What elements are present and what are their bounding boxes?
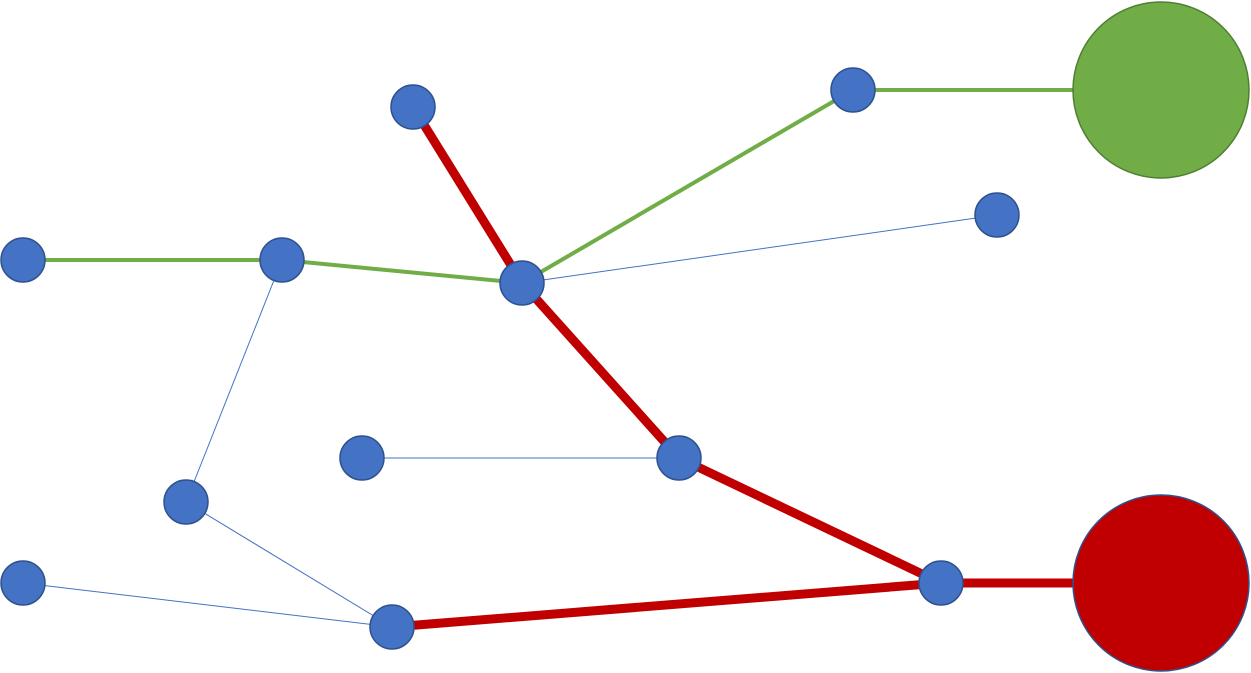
node-n5 <box>830 67 876 113</box>
node-n4 <box>390 84 436 130</box>
edge-thin-n9-n10 <box>185 501 393 628</box>
node-n3 <box>499 260 545 306</box>
node-n7 <box>339 435 385 481</box>
edge-thin-n2-n9 <box>185 259 283 503</box>
terminal-green-circle <box>1072 1 1250 179</box>
edge-thin-n3-n6 <box>521 214 998 284</box>
node-n11 <box>918 560 964 606</box>
edge-thin-n12-n10 <box>22 582 393 628</box>
node-n8 <box>656 435 702 481</box>
node-n2 <box>259 237 305 283</box>
edges-layer <box>22 88 1161 632</box>
node-n12 <box>0 560 46 606</box>
edge-green-n2-n3 <box>281 258 523 285</box>
edge-red-n3-n8 <box>518 279 683 462</box>
edge-green-n3-n5 <box>520 88 855 285</box>
node-n10 <box>369 604 415 650</box>
node-n9 <box>163 479 209 525</box>
edge-red-n8-n11 <box>677 453 943 588</box>
node-n6 <box>974 192 1020 238</box>
node-n1 <box>0 237 46 283</box>
edge-red-n4-n3 <box>409 104 526 286</box>
edge-red-n10-n11 <box>391 578 942 632</box>
terminal-red-circle <box>1072 494 1250 672</box>
